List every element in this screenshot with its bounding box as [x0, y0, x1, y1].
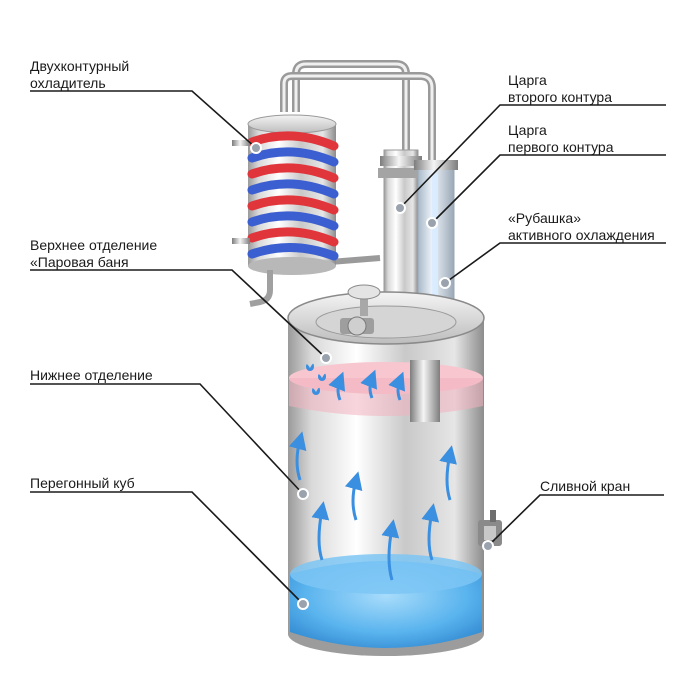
label-jacket-line1: «Рубашка» — [508, 210, 582, 226]
label-jacket-line2: активного охлаждения — [508, 227, 655, 243]
label-lower-section: Нижнее отделение — [30, 367, 153, 384]
label-drain-tap-line1: Сливной кран — [540, 478, 631, 494]
label-second-column: Царга второго контура — [508, 72, 612, 106]
column-second-circuit — [378, 149, 424, 301]
leader-dots — [250, 142, 494, 610]
double-cooler — [232, 114, 339, 307]
label-second-column-line2: второго контура — [508, 89, 613, 105]
label-still-pot-line1: Перегонный куб — [30, 475, 135, 491]
condensate-drops — [306, 363, 326, 395]
label-upper-section-line2: «Паровая баня — [30, 254, 129, 270]
label-first-column-line1: Царга — [508, 122, 547, 138]
leader-lines — [30, 90, 666, 605]
still-pot — [287, 284, 485, 656]
label-double-cooler: Двухконтурный охладитель — [30, 58, 129, 92]
label-double-cooler-line2: охладитель — [30, 75, 106, 91]
label-first-column: Царга первого контура — [508, 122, 613, 156]
label-upper-section-line1: Верхнее отделение — [30, 237, 158, 253]
label-drain-tap: Сливной кран — [540, 478, 630, 495]
label-upper-section: Верхнее отделение «Паровая баня — [30, 237, 157, 271]
label-still-pot: Перегонный куб — [30, 475, 135, 492]
connecting-tubes — [280, 60, 436, 265]
steam-arrows — [288, 369, 457, 581]
drain-tap — [478, 510, 502, 546]
label-lower-section-line1: Нижнее отделение — [30, 367, 153, 383]
label-double-cooler-line1: Двухконтурный — [30, 58, 130, 74]
label-jacket: «Рубашка» активного охлаждения — [508, 210, 655, 244]
label-first-column-line2: первого контура — [508, 139, 614, 155]
label-second-column-line1: Царга — [508, 72, 547, 88]
